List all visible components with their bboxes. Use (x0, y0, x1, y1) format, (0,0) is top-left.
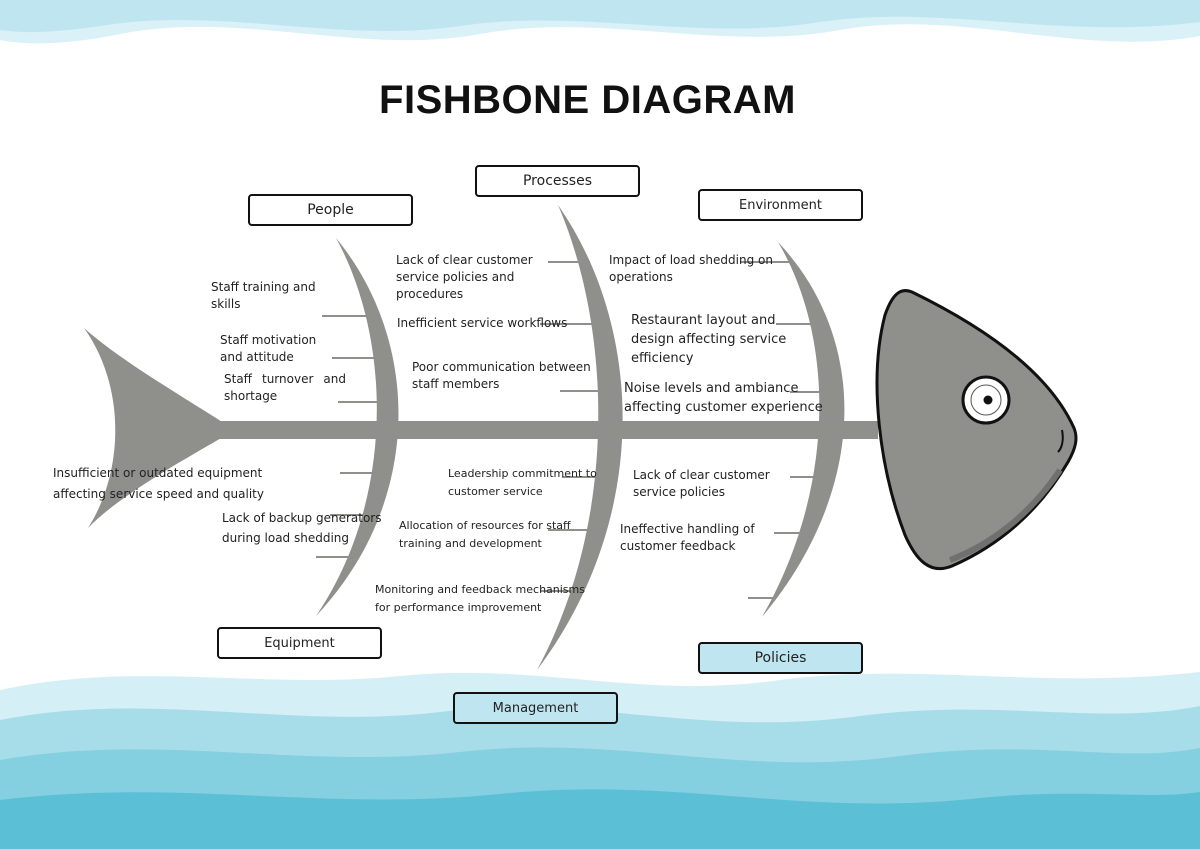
fish-head (875, 289, 1078, 571)
cause-environment-2: Restaurant layout and design affecting s… (631, 313, 787, 366)
rib-people-equipment (316, 238, 399, 616)
cause-people-1: Staff training and skills (211, 280, 316, 311)
bottom-wave-4 (0, 789, 1200, 849)
cause-management-1: Leadership commitment to customer servic… (448, 467, 597, 498)
cause-equipment-1: Insufficient or outdated equipment affec… (53, 466, 264, 501)
cause-management-3: Monitoring and feedback mechanisms for p… (375, 583, 585, 614)
category-people: People (248, 194, 413, 226)
fish-head-shade (948, 468, 1063, 563)
cause-people-2: Staff motivation and attitude (220, 333, 317, 364)
cause-policies-2: Ineffective handling of customer feedbac… (620, 522, 755, 553)
category-management: Management (453, 692, 618, 724)
cause-processes-2: Inefficient service workflows (397, 316, 568, 330)
cause-processes-1: Lack of clear customer service policies … (396, 253, 533, 301)
cause-processes-3: Poor communication between staff members (412, 360, 591, 391)
category-policies: Policies (698, 642, 863, 674)
cause-environment-3: Noise levels and ambiance affecting cust… (624, 381, 823, 415)
rib-processes-management (537, 205, 623, 670)
category-equipment: Equipment (217, 627, 382, 659)
category-environment: Environment (698, 189, 863, 221)
cause-equipment-2: Lack of backup generators during load sh… (222, 511, 382, 545)
top-wave-front (0, 0, 1200, 33)
cause-management-2: Allocation of resources for staff traini… (399, 519, 571, 550)
cause-people-3: Staff turnover and shortage (224, 372, 346, 403)
tail (84, 328, 235, 528)
page-title: FISHBONE DIAGRAM (379, 78, 796, 122)
cause-policies-1: Lack of clear customer service policies (633, 468, 770, 499)
cause-environment-1: Impact of load shedding on operations (609, 253, 773, 284)
eye-pupil (983, 395, 993, 405)
spine (210, 421, 878, 439)
category-processes: Processes (475, 165, 640, 197)
branch-ticks (316, 261, 830, 599)
gill-line (1057, 429, 1064, 453)
rib-environment-policies (762, 242, 845, 617)
